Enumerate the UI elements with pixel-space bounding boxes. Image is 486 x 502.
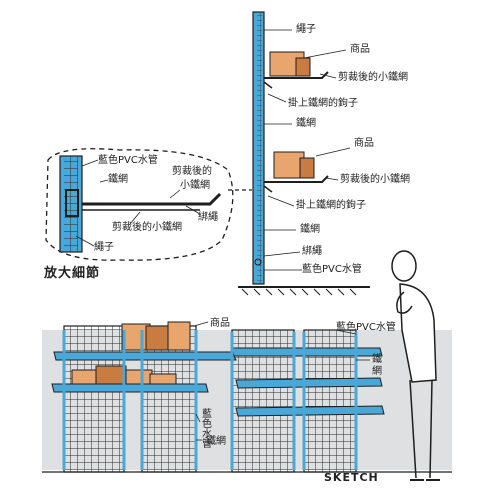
label-detail-mesh: 鐵網 — [108, 174, 128, 185]
top-shelf — [264, 71, 329, 79]
detail-title: 放大細節 — [44, 266, 101, 281]
detail-mesh-strip — [64, 156, 78, 252]
person-legs — [409, 379, 433, 479]
label-hook-top: 掛上鐵網的鉤子 — [288, 98, 358, 109]
label-product-top: 商品 — [350, 44, 370, 55]
mid-product-box-2 — [299, 157, 315, 179]
shelf-right-1 — [231, 347, 383, 357]
label-detail-rope: 繩子 — [94, 242, 114, 253]
label-detail-tie: 綁繩 — [198, 212, 218, 223]
shelf-low-left — [51, 383, 209, 393]
scene-leaders — [193, 321, 370, 441]
shelf-right-3 — [235, 405, 385, 417]
label-hook-mid: 掛上鐵網的鉤子 — [296, 200, 366, 211]
leader-lines — [263, 29, 351, 271]
sketch-signature: SKETCH — [324, 471, 379, 484]
box-6 — [125, 369, 153, 385]
label-bottom-vert-pipe: 藍色水管 — [202, 409, 212, 450]
box-1 — [121, 323, 151, 351]
detail-shelf-rod — [82, 192, 222, 206]
shelf-right-2 — [235, 377, 383, 389]
detail-clip — [65, 189, 79, 217]
label-bottom-mesh-b: 網 — [372, 366, 382, 377]
mesh-panel-1 — [63, 325, 125, 473]
top-product-box-2 — [295, 57, 311, 77]
box-2 — [145, 325, 169, 351]
label-clipped-mesh-top: 剪裁後的小鐵網 — [338, 72, 408, 83]
person-torso — [399, 283, 437, 383]
label-detail-clipped-b: 小鐵網 — [180, 180, 210, 191]
mesh-strip — [257, 12, 262, 284]
label-clipped-mesh-mid: 剪裁後的小鐵網 — [340, 174, 410, 185]
label-mesh-low: 鐵網 — [300, 224, 320, 235]
person-head — [391, 250, 417, 282]
label-detail-pipe: 藍色PVC水管 — [98, 155, 158, 166]
shop-scene — [42, 321, 452, 473]
label-bottom-mesh-a: 鐵 — [372, 354, 382, 365]
label-rope-top: 繩子 — [296, 24, 316, 35]
detail-leaders — [75, 159, 201, 247]
box-7 — [149, 373, 177, 385]
detail-callout — [45, 148, 252, 261]
box-5 — [95, 365, 127, 385]
pipe-stakes — [62, 330, 358, 470]
label-product-mid: 商品 — [354, 138, 374, 149]
label-mesh-mid: 鐵網 — [296, 118, 316, 129]
top-hook — [263, 81, 273, 89]
box-4 — [71, 369, 99, 385]
detail-dashed-outline — [45, 148, 234, 261]
label-detail-clipped-a: 剪裁後的 — [172, 166, 212, 177]
shelf-top-left — [53, 351, 237, 361]
label-bottom-mesh-left: 鐵網 — [206, 436, 226, 447]
label-bottom-pipe: 藍色PVC水管 — [336, 322, 396, 333]
mid-hook — [263, 185, 273, 193]
mid-product-box — [273, 151, 305, 179]
label-bottom-product: 商品 — [210, 318, 230, 329]
vertical-pipe-assembly — [238, 11, 370, 296]
person-figure — [391, 250, 440, 481]
tie-mark — [254, 258, 262, 266]
box-3 — [167, 321, 191, 351]
label-tie-low: 綁繩 — [302, 246, 322, 257]
person-arm — [396, 291, 413, 314]
label-detail-clipped-bottom: 剪裁後的小鐵網 — [112, 222, 182, 233]
floor-hatch — [241, 288, 357, 296]
label-pipe-low: 藍色PVC水管 — [302, 264, 362, 275]
